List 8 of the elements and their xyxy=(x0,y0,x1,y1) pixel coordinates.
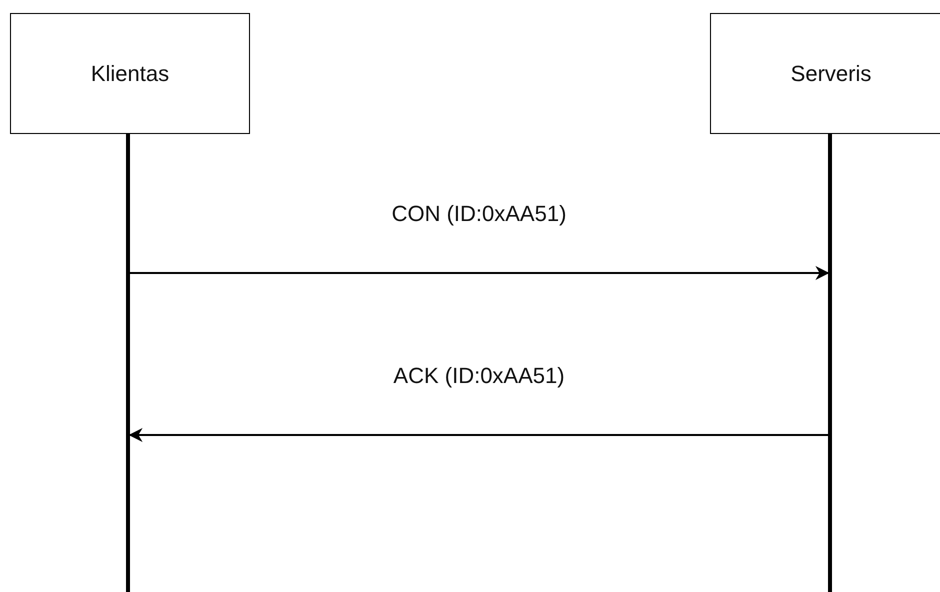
message-arrow xyxy=(128,428,828,442)
participant-box xyxy=(10,13,250,134)
participant-name: Serveris xyxy=(790,60,872,86)
participant-name: Klientas xyxy=(90,60,170,86)
message-arrow xyxy=(130,266,830,280)
lifeline xyxy=(828,134,832,592)
participant-box xyxy=(710,13,940,134)
lifeline xyxy=(126,134,130,592)
